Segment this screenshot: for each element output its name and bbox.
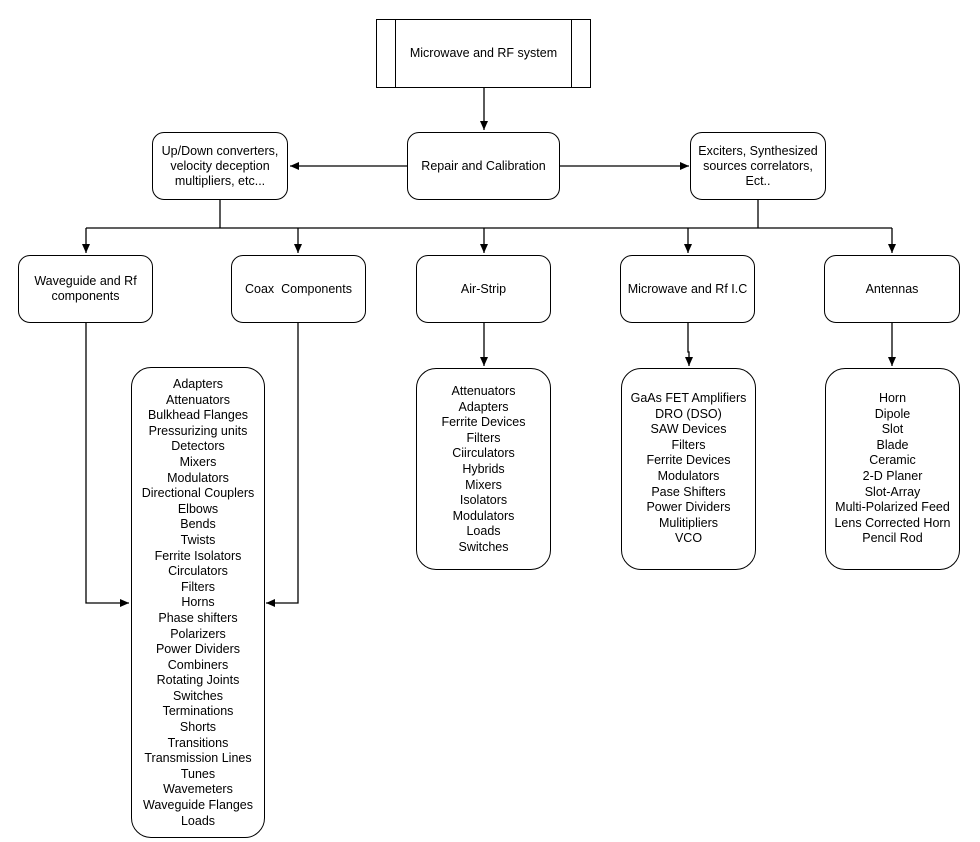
list-item: Slot-Array bbox=[864, 484, 921, 499]
list-item: Loads bbox=[180, 813, 216, 828]
list-item: Directional Couplers bbox=[141, 486, 255, 501]
edge-mic-to-list bbox=[685, 323, 693, 366]
list-item: Elbows bbox=[177, 501, 219, 516]
list-item: Mixers bbox=[179, 454, 217, 469]
edge-waveguide-to-list bbox=[85, 323, 129, 607]
list-item: Shorts bbox=[179, 720, 217, 735]
list-item: GaAs FET Amplifiers bbox=[630, 391, 747, 405]
list-item: Filters bbox=[671, 437, 706, 452]
list-item: Switches bbox=[458, 539, 509, 554]
list-item: Switches bbox=[172, 688, 224, 703]
repair-calibration-label: Repair and Calibration bbox=[421, 158, 546, 173]
list-item: Pressurizing units bbox=[148, 423, 248, 438]
list-item: Bulkhead Flanges bbox=[147, 408, 249, 423]
list-item: Loads bbox=[466, 524, 501, 539]
list-item: Mixers bbox=[465, 477, 502, 492]
antennas-label: Antennas bbox=[865, 281, 919, 296]
waveguide-label: Waveguide and Rf components bbox=[34, 274, 137, 303]
mic-node: Microwave and Rf I.C bbox=[620, 255, 755, 323]
list-item: Horns bbox=[181, 595, 215, 610]
list-item: Blade bbox=[876, 437, 909, 452]
list-item: Filters bbox=[466, 430, 501, 445]
list-item: 2-D Planer bbox=[862, 468, 923, 483]
root-label: Microwave and RF system bbox=[409, 46, 558, 60]
list-item: Transmission Lines bbox=[144, 751, 252, 766]
list-item: Wavemeters bbox=[163, 782, 233, 797]
list-item: Adapters bbox=[458, 399, 509, 414]
list-item: SAW Devices bbox=[650, 422, 727, 437]
list-item: Pase Shifters bbox=[651, 484, 726, 499]
list-item: Ferrite Devices bbox=[441, 415, 526, 430]
list-item: Modulators bbox=[167, 470, 229, 485]
list-item: Hybrids bbox=[462, 461, 505, 476]
list-item: Ferrite Isolators bbox=[154, 548, 242, 563]
list-item: Ceramic bbox=[869, 453, 916, 468]
list-item: Dipole bbox=[874, 406, 911, 421]
list-item: VCO bbox=[674, 531, 703, 546]
list-item: Terminations bbox=[162, 704, 234, 719]
list-item: DRO (DSO) bbox=[655, 406, 722, 421]
list-item: Adapters bbox=[172, 377, 224, 391]
exciters-node: Exciters, Synthesized sources correlator… bbox=[690, 132, 826, 200]
list-item: Isolators bbox=[459, 493, 508, 508]
airstrip-label: Air-Strip bbox=[460, 281, 507, 296]
airstrip-node: Air-Strip bbox=[416, 255, 551, 323]
list-item: Tunes bbox=[180, 766, 216, 781]
antennas-node: Antennas bbox=[824, 255, 960, 323]
list-item: Filters bbox=[180, 579, 216, 594]
list-item: Rotating Joints bbox=[156, 673, 240, 688]
list-item: Detectors bbox=[171, 439, 225, 454]
edge-coax-to-list bbox=[266, 323, 299, 607]
list-item: Combiners bbox=[167, 657, 229, 672]
converters-label: Up/Down converters, velocity deception m… bbox=[161, 143, 279, 188]
list-item: Polarizers bbox=[170, 626, 226, 641]
coax-label: Coax Components bbox=[244, 281, 352, 296]
list-item: Waveguide Flanges bbox=[142, 798, 254, 813]
list-item: Modulators bbox=[452, 508, 515, 523]
list-item: Ciirculators bbox=[452, 446, 515, 461]
list-item: Mulitipliers bbox=[658, 515, 719, 530]
list-item: Multi-Polarized Feed bbox=[835, 500, 950, 515]
list-item: Bends bbox=[180, 517, 216, 532]
list-item: Ferrite Devices bbox=[646, 453, 731, 468]
mic-label: Microwave and Rf I.C bbox=[627, 281, 748, 296]
list-item: Power Dividers bbox=[155, 642, 241, 657]
waveguide-node: Waveguide and Rf components bbox=[18, 255, 153, 323]
list-item: Circulators bbox=[168, 564, 228, 579]
coax-node: Coax Components bbox=[231, 255, 366, 323]
list-item: Lens Corrected Horn bbox=[834, 515, 951, 530]
list-item: Attenuators bbox=[166, 392, 230, 407]
list-item: Modulators bbox=[657, 468, 720, 483]
list-item: Power Dividers bbox=[646, 500, 731, 515]
list-item: Twists bbox=[180, 532, 216, 547]
exciters-label: Exciters, Synthesized sources correlator… bbox=[698, 143, 818, 188]
root-node: Microwave and RF system bbox=[376, 19, 591, 88]
list-item: Slot bbox=[881, 422, 904, 437]
list-item: Horn bbox=[878, 391, 907, 405]
list-item: Attenuators bbox=[451, 384, 516, 398]
repair-calibration-node: Repair and Calibration bbox=[407, 132, 560, 200]
converters-node: Up/Down converters, velocity deception m… bbox=[152, 132, 288, 200]
list-item: Phase shifters bbox=[158, 610, 238, 625]
list-item: Pencil Rod bbox=[862, 531, 923, 546]
list-item: Transitions bbox=[167, 735, 229, 750]
